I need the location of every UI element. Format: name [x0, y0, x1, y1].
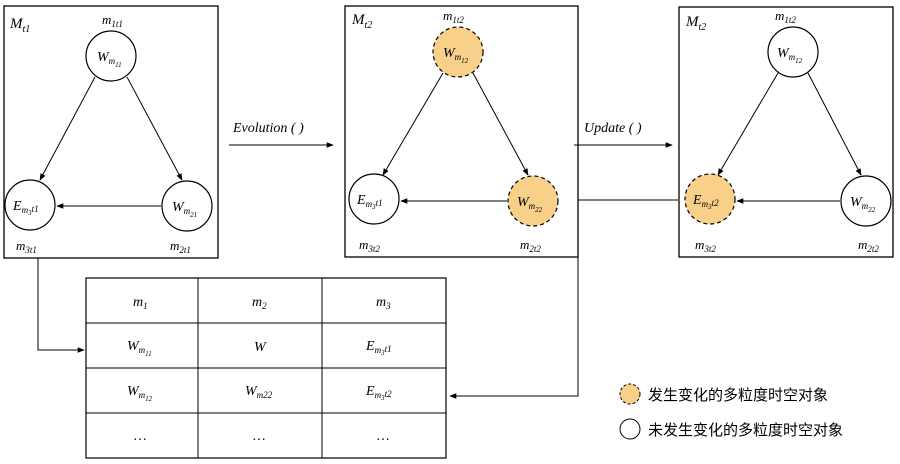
node-W-m11	[85, 30, 137, 82]
panel-t2-evolution: Mt2 m1t2 Wm12 Em3t1 m3t2 Wm22 m2t2	[344, 5, 579, 258]
node-text-E-m3t1: Em3t1	[12, 199, 39, 217]
edge-top-right	[126, 76, 183, 181]
node-W-m22-changed	[507, 175, 559, 227]
table-cell-r3c2: …	[252, 429, 266, 444]
node-label-m3t2: m3t2	[359, 237, 380, 254]
node-text-E-m3t1-b: Em3t1	[356, 193, 383, 211]
table-cell-r2c1: Wm12	[127, 384, 153, 403]
table-header-m2: m2	[252, 295, 267, 311]
panel-t1-label: Mt1	[9, 16, 30, 35]
legend-unchanged-label: 未发生变化的多粒度时空对象	[648, 421, 843, 439]
node-E-m3t1	[4, 179, 56, 231]
table-cell-r2c3: Em3t2	[365, 384, 392, 402]
table-cell-r1c3: Em3t1	[365, 339, 392, 357]
table-header-m1: m1	[133, 295, 148, 311]
panel-t1-frame	[3, 5, 219, 259]
node-label-m1t1: m1t1	[102, 12, 123, 29]
node-W-m21	[161, 180, 213, 232]
object-table: m1 m2 m3 Wm11 W Em3t1 Wm12 Wm22 Em3t2 … …	[85, 277, 447, 459]
node-label-m2t2: m2t2	[520, 237, 541, 254]
edge2-top-right	[472, 72, 529, 176]
node-text-W-m22-b: Wm22	[850, 195, 876, 214]
node-label-m1t2: m1t2	[443, 8, 464, 25]
panel-t2b-label: Mt2	[685, 14, 706, 33]
node-label-m3t2-b: m3t2	[695, 237, 716, 254]
legend-changed-label: 发生变化的多粒度时空对象	[648, 386, 828, 404]
node-label-m2t1: m2t1	[170, 238, 191, 255]
edge3-top-right	[807, 72, 862, 176]
node-W-m12-b	[767, 26, 819, 78]
table-cell-r3c1: …	[133, 429, 147, 444]
legend-unchanged-swatch	[619, 418, 641, 440]
evolution-label: Evolution ( )	[232, 121, 304, 136]
table-header-m3: m3	[376, 295, 391, 311]
panel-t2b-frame	[678, 6, 894, 258]
connector-update-to-table	[449, 199, 678, 399]
update-label: Update ( )	[584, 121, 642, 136]
node-E-m3t1-b	[348, 173, 400, 225]
node-W-m22-b	[840, 175, 892, 227]
node-text-W-m11: Wm11	[97, 50, 122, 69]
node-text-W-m22: Wm22	[517, 195, 543, 214]
node-text-E-m3t2: Em3t2	[692, 193, 719, 211]
panel-t2a-label: Mt2	[351, 12, 372, 31]
node-E-m3t2-changed	[684, 173, 736, 225]
edge3-top-left	[717, 72, 779, 176]
node-label-m2t2-b: m2t2	[858, 237, 879, 254]
connector-panel1-to-table	[37, 258, 85, 353]
node-text-W-m12-b: Wm12	[777, 46, 803, 65]
node-label-m1t2-b: m1t2	[775, 8, 796, 25]
panel-t2-update: Mt2 m1t2 Wm12 Em3t2 m3t2 Wm22 m2t2	[678, 6, 894, 258]
legend: 发生变化的多粒度时空对象 未发生变化的多粒度时空对象	[619, 383, 843, 440]
table-cell-r3c3: …	[376, 429, 390, 444]
table-cell-r1c1: Wm11	[127, 339, 152, 358]
edge2-top-left	[382, 72, 444, 176]
node-label-m3t1: m3t1	[16, 238, 37, 255]
panel-t2a-frame	[344, 5, 579, 258]
table-cell-r2c2: Wm22	[245, 384, 273, 400]
node-text-W-m21: Wm21	[172, 200, 197, 219]
node-W-m12-changed	[432, 26, 484, 78]
table-cell-r1c2: W	[254, 340, 267, 355]
edge-top-left	[39, 76, 96, 181]
legend-changed-swatch	[619, 383, 641, 405]
panel-t1: Mt1 m1t1 Wm11 Em3t1 m3t1 Wm21 m2t1	[3, 5, 219, 259]
node-text-W-m12: Wm12	[443, 46, 469, 65]
